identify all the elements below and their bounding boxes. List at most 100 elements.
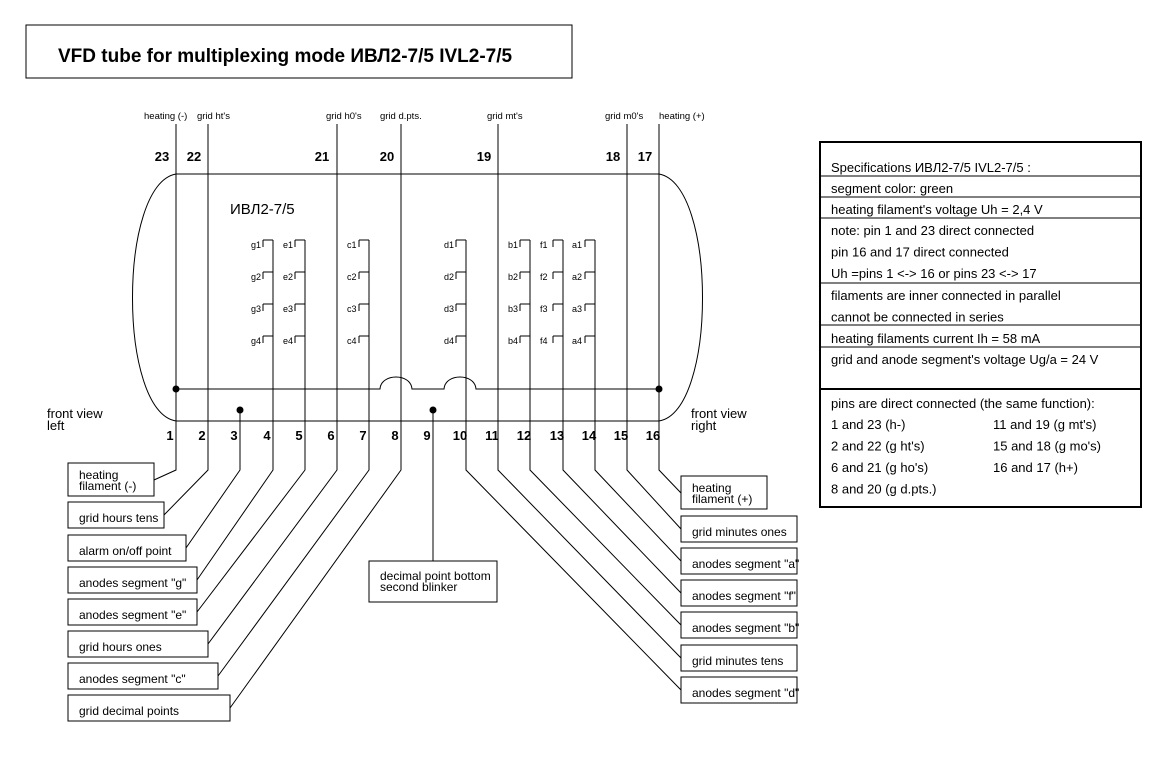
top-pin-label: grid mt's — [487, 111, 523, 122]
top-pin-label: grid ht's — [197, 111, 230, 122]
bottom-pin-number: 3 — [230, 428, 237, 443]
spec-row-text: grid and anode segment's voltage Ug/a = … — [831, 352, 1099, 367]
segment-label-f3: f3 — [540, 304, 548, 314]
left-callout-text: grid decimal points — [79, 704, 179, 718]
bottom-pin-number: 2 — [198, 428, 205, 443]
segment-label-e2: e2 — [283, 272, 293, 282]
front-view-right-line2: right — [691, 418, 717, 433]
segment-label-e1: e1 — [283, 240, 293, 250]
segment-label-a4: a4 — [572, 336, 582, 346]
pins-connected-heading: pins are direct connected (the same func… — [831, 396, 1095, 411]
bottom-pin-number: 11 — [485, 428, 499, 443]
segment-label-a2: a2 — [572, 272, 582, 282]
segment-label-e3: e3 — [283, 304, 293, 314]
tube-body — [132, 173, 703, 422]
segment-label-d2: d2 — [444, 272, 454, 282]
segment-label-d4: d4 — [444, 336, 454, 346]
top-pin-label: grid h0's — [326, 111, 362, 122]
top-pin-label: heating (-) — [144, 111, 187, 122]
right-callout: grid minutes tens — [497, 421, 798, 672]
bottom-pin-number: 16 — [646, 428, 660, 443]
segment-label-f4: f4 — [540, 336, 548, 346]
bottom-pin-number: 5 — [295, 428, 302, 443]
left-callout-text: filament (-) — [79, 479, 136, 493]
bottom-pin-number: 7 — [359, 428, 366, 443]
segment-label-e4: e4 — [283, 336, 293, 346]
bottom-pin-number: 13 — [550, 428, 564, 443]
segment-label-c2: c2 — [347, 272, 357, 282]
pins-connected-left: 2 and 22 (g ht's) — [831, 439, 925, 454]
left-callout-text: anodes segment "c" — [79, 672, 186, 686]
segment-anodes: g1g2g3g4e1e2e3e4c1c2c3c4d1d2d3d4b1b2b3b4… — [175, 174, 660, 421]
right-callout-text: filament (+) — [692, 492, 752, 506]
left-callout: anodes segment "c" — [67, 421, 370, 690]
segment-label-f2: f2 — [540, 272, 548, 282]
segment-label-g1: g1 — [251, 240, 261, 250]
bottom-pin-number: 14 — [582, 428, 597, 443]
bottom-pin-number: 4 — [263, 428, 271, 443]
spec-row-text: cannot be connected in series — [831, 310, 1004, 325]
spec-row-text: filaments are inner connected in paralle… — [831, 288, 1061, 303]
spec-row-text: note: pin 1 and 23 direct connected — [831, 223, 1034, 238]
segment-label-a1: a1 — [572, 240, 582, 250]
left-callout-text: anodes segment "e" — [79, 608, 186, 622]
right-callout-text: anodes segment "d" — [692, 686, 799, 700]
segment-label-c3: c3 — [347, 304, 357, 314]
right-callout-text: anodes segment "a" — [692, 557, 799, 571]
bottom-pin-number: 9 — [423, 428, 430, 443]
front-view-left-line1: front view — [47, 406, 103, 421]
bottom-pin-number: 8 — [391, 428, 398, 443]
top-pin-number: 18 — [606, 149, 620, 164]
left-callout: grid decimal points — [67, 421, 402, 722]
top-pin-label: heating (+) — [659, 111, 705, 122]
left-callout: anodes segment "e" — [67, 421, 306, 626]
left-callout: alarm on/off point — [67, 421, 241, 562]
top-pin-number: 22 — [187, 149, 201, 164]
spec-row-text: segment color: green — [831, 181, 953, 196]
spec-row-text: pin 16 and 17 direct connected — [831, 245, 1009, 260]
right-callout-text: grid minutes ones — [692, 525, 787, 539]
pins-connected-left: 6 and 21 (g ho's) — [831, 460, 928, 475]
bottom-pin-number: 1 — [166, 428, 173, 443]
spec-row-text: heating filaments current Ih = 58 mA — [831, 331, 1041, 346]
top-pin-label: grid d.pts. — [380, 111, 422, 122]
top-pin-number: 21 — [315, 149, 329, 164]
pins-connected-right: 15 and 18 (g mo's) — [993, 439, 1101, 454]
top-pin-number: 20 — [380, 149, 394, 164]
right-callout-text: grid minutes tens — [692, 654, 783, 668]
segment-label-f1: f1 — [540, 240, 548, 250]
segment-label-b3: b3 — [508, 304, 518, 314]
right-callout-text: anodes segment "b" — [692, 621, 799, 635]
right-callout: anodes segment "b" — [529, 421, 799, 639]
left-callout-text: grid hours ones — [79, 640, 162, 654]
top-pin-number: 17 — [638, 149, 652, 164]
segment-label-g4: g4 — [251, 336, 261, 346]
spec-row-text: Specifications ИВЛ2-7/5 IVL2-7/5 : — [831, 160, 1031, 175]
specification-box: Specifications ИВЛ2-7/5 IVL2-7/5 : segmen… — [819, 141, 1142, 508]
left-callout-text: grid hours tens — [79, 511, 158, 525]
left-callout-text: anodes segment "g" — [79, 576, 186, 590]
bottom-pin-number: 10 — [453, 428, 467, 443]
pins-connected-right: 11 and 19 (g mt's) — [993, 417, 1096, 432]
pins-connected-left: 1 and 23 (h-) — [831, 417, 905, 432]
top-pin-number: 19 — [477, 149, 491, 164]
segment-label-b2: b2 — [508, 272, 518, 282]
spec-row-text: heating filament's voltage Uh = 2,4 V — [831, 202, 1043, 217]
segment-label-c1: c1 — [347, 240, 357, 250]
bottom-pin-number: 12 — [517, 428, 531, 443]
left-callout: anodes segment "g" — [67, 421, 274, 594]
spec-row-text: Uh =pins 1 <-> 16 or pins 23 <-> 17 — [831, 266, 1037, 281]
left-callout-text: heating — [79, 468, 118, 482]
segment-label-d1: d1 — [444, 240, 454, 250]
top-pin-label: grid m0's — [605, 111, 643, 122]
segment-label-a3: a3 — [572, 304, 582, 314]
left-callout: grid hours ones — [67, 421, 338, 658]
segment-label-d3: d3 — [444, 304, 454, 314]
segment-label-b4: b4 — [508, 336, 518, 346]
center-callout-text: decimal point bottom — [380, 569, 491, 583]
